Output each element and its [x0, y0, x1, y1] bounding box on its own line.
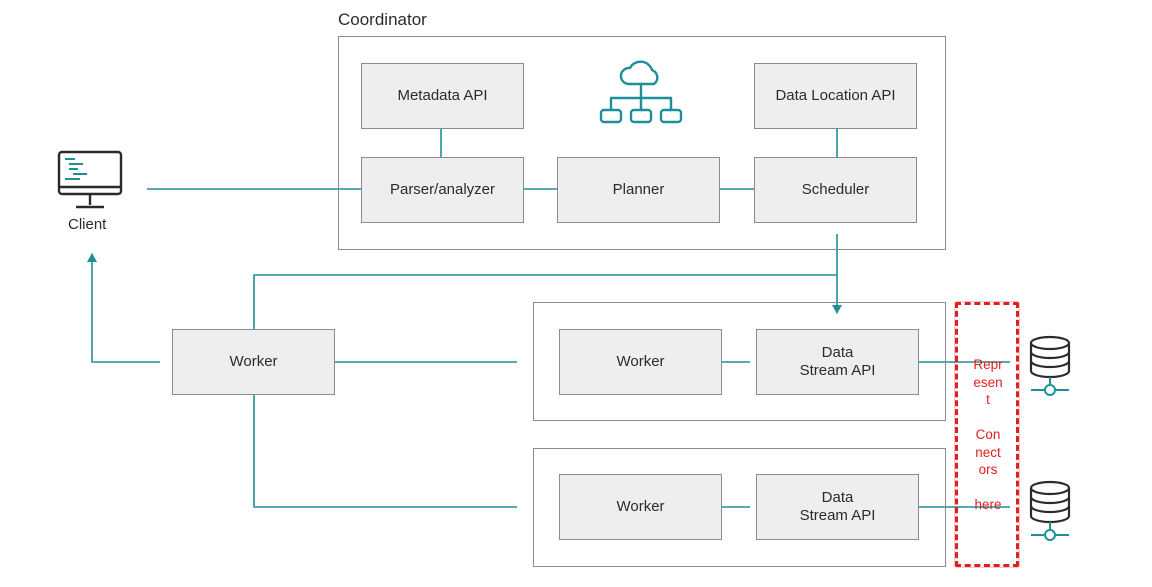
coordinator-frame [338, 36, 946, 250]
planner-box: Planner [557, 157, 720, 223]
database-icon [1029, 335, 1071, 396]
arrow-group2-to-worker [249, 383, 517, 508]
group-1-stream-api-box: Data Stream API [756, 329, 919, 395]
worker-group-2-frame [533, 448, 946, 567]
data-location-api-label: Data Location API [775, 87, 896, 104]
main-worker-label: Worker [229, 353, 278, 370]
group-1-worker-box: Worker [559, 329, 722, 395]
group-1-stream-api-label: Data Stream API [799, 344, 876, 379]
scheduler-label: Scheduler [801, 181, 870, 198]
data-location-api-box: Data Location API [754, 63, 917, 129]
group-2-worker-label: Worker [616, 498, 665, 515]
group-2-stream-api-box: Data Stream API [756, 474, 919, 540]
parser-box: Parser/analyzer [361, 157, 524, 223]
connectors-annotation-box [955, 302, 1019, 567]
coordinator-title: Coordinator [338, 10, 427, 29]
connectors-annotation-text: Repr esen t Con nect ors here [973, 357, 1003, 512]
parser-label: Parser/analyzer [389, 181, 496, 198]
group-1-worker-label: Worker [616, 353, 665, 370]
metadata-api-box: Metadata API [361, 63, 524, 129]
planner-label: Planner [612, 181, 665, 198]
monitor-icon [57, 150, 123, 209]
client-label: Client [68, 216, 107, 233]
scheduler-box: Scheduler [754, 157, 917, 223]
group-2-stream-api-label: Data Stream API [799, 489, 876, 524]
arrow-scheduler-to-worker [249, 274, 837, 341]
main-worker-box: Worker [172, 329, 335, 395]
group-2-worker-box: Worker [559, 474, 722, 540]
cloud-hierarchy-icon [599, 60, 683, 124]
database-icon [1029, 480, 1071, 541]
arrow-worker-to-client [87, 253, 160, 363]
metadata-api-label: Metadata API [397, 87, 488, 104]
worker-group-1-frame [533, 302, 946, 421]
